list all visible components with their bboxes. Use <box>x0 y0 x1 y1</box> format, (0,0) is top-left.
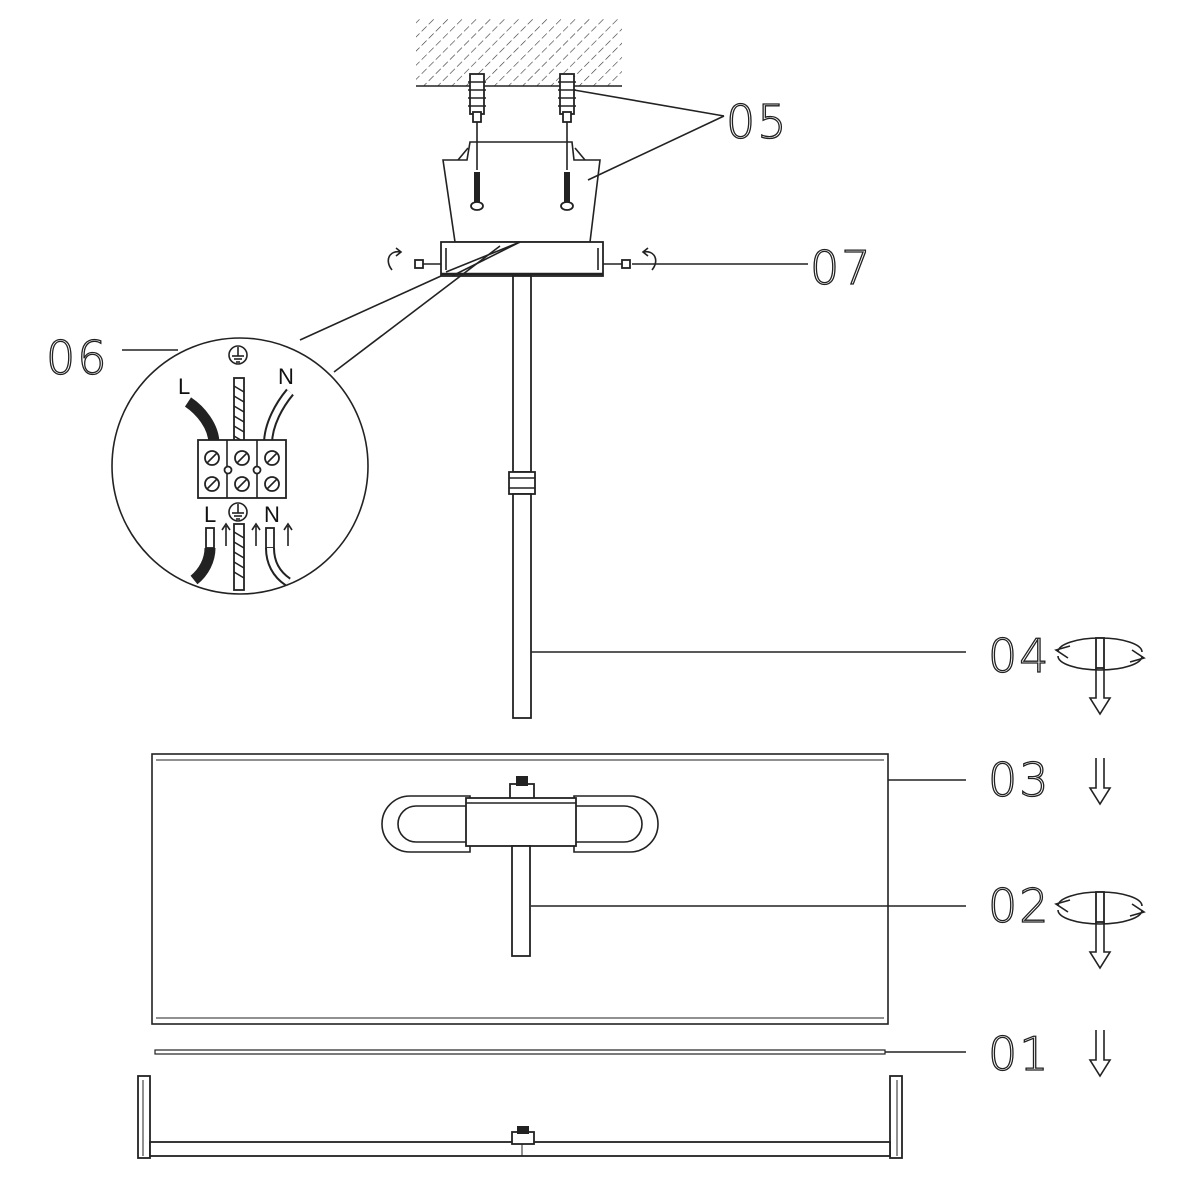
arrow-down-icon <box>1089 921 1111 969</box>
arrow-down-icon <box>1089 667 1111 715</box>
wiring-detail: L N L N <box>111 245 501 595</box>
label-07: 07 <box>810 241 873 295</box>
ceiling <box>416 18 622 87</box>
diffuser-panel <box>154 1049 886 1055</box>
neutral-label-bottom: N <box>264 502 280 527</box>
live-label-top: L <box>178 374 190 399</box>
label-03: 03 <box>988 753 1051 807</box>
anchor-left <box>468 73 486 170</box>
earth-symbol-top <box>228 345 248 365</box>
insert-arrows <box>221 522 293 546</box>
label-05: 05 <box>726 95 789 149</box>
mounting-bracket <box>442 141 601 243</box>
arrow-down-icon <box>1089 1029 1111 1077</box>
live-label-bottom: L <box>204 502 216 527</box>
earth-wire-top <box>233 377 245 447</box>
base-frame <box>137 1075 903 1159</box>
screw-right <box>560 172 574 211</box>
anchor-right <box>558 73 576 170</box>
rotate-icon <box>1055 891 1145 925</box>
earth-symbol-bottom <box>228 502 248 522</box>
screw-left <box>470 172 484 211</box>
canopy <box>440 241 604 277</box>
label-01: 01 <box>988 1027 1051 1081</box>
terminal-block <box>197 439 287 499</box>
leader-lines <box>531 89 966 1053</box>
label-02: 02 <box>988 879 1051 933</box>
neutral-label-top: N <box>278 364 294 389</box>
suspension-rod <box>508 275 536 719</box>
label-06: 06 <box>46 331 109 385</box>
label-04: 04 <box>988 629 1051 683</box>
lamp-holder <box>381 776 659 957</box>
earth-wire-bottom <box>233 523 245 591</box>
wall-anchors <box>468 73 576 170</box>
arrow-down-icon <box>1089 757 1111 805</box>
canopy-screws <box>387 247 657 271</box>
rotate-icon <box>1055 637 1145 671</box>
